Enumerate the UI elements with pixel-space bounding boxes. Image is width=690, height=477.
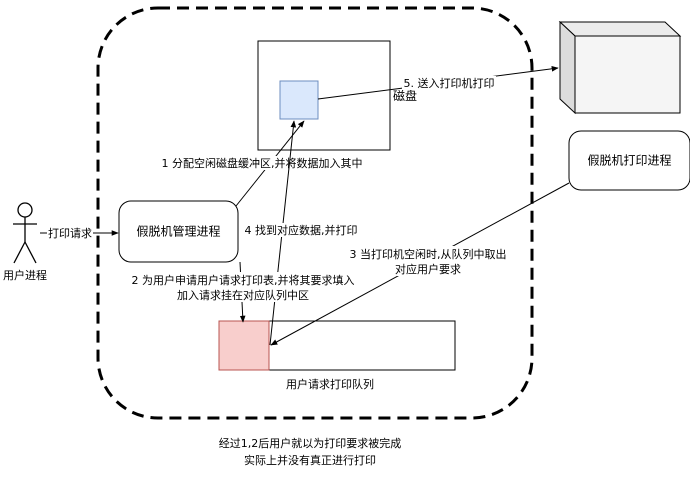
step2-label-line2: 加入请求挂在对应队列中区 [177, 288, 309, 302]
step5-label: 5. 送入打印机打印 [404, 76, 495, 90]
step1-label: 1 分配空闲磁盘缓冲区,并将数据加入其中 [162, 156, 363, 170]
user-actor-icon [13, 202, 37, 264]
spooling-print-process-node [568, 130, 690, 191]
spooling-system-boundary [96, 6, 534, 420]
footer-note-line2: 实际上并没有真正进行打印 [244, 453, 376, 467]
print-queue-entry [218, 320, 270, 371]
disk-buffer-block [279, 80, 319, 120]
step3-label-line2: 对应用户要求 [395, 262, 461, 276]
spooling-manager-node [118, 200, 239, 263]
step2-label-line1: 2 为用户申请用户请求打印表,并将其要求填入 [132, 273, 355, 287]
step3-label-line1: 3 当打印机空闲时,从队列中取出 [350, 247, 507, 261]
footer-note-line1: 经过1,2后用户就以为打印要求被完成 [219, 436, 402, 450]
disk-label: 磁盘 [393, 88, 417, 103]
user-process-label: 用户进程 [3, 268, 47, 282]
spooling-manager-label: 假脱机管理进程 [136, 224, 220, 239]
print-queue-label: 用户请求打印队列 [286, 377, 374, 391]
disk-node [257, 40, 391, 151]
print-request-label: 打印请求 [48, 226, 92, 240]
spooling-print-process-label: 假脱机打印进程 [587, 153, 671, 168]
printer-icon [558, 20, 682, 115]
step4-label: 4 找到对应数据,并打印 [245, 223, 358, 237]
